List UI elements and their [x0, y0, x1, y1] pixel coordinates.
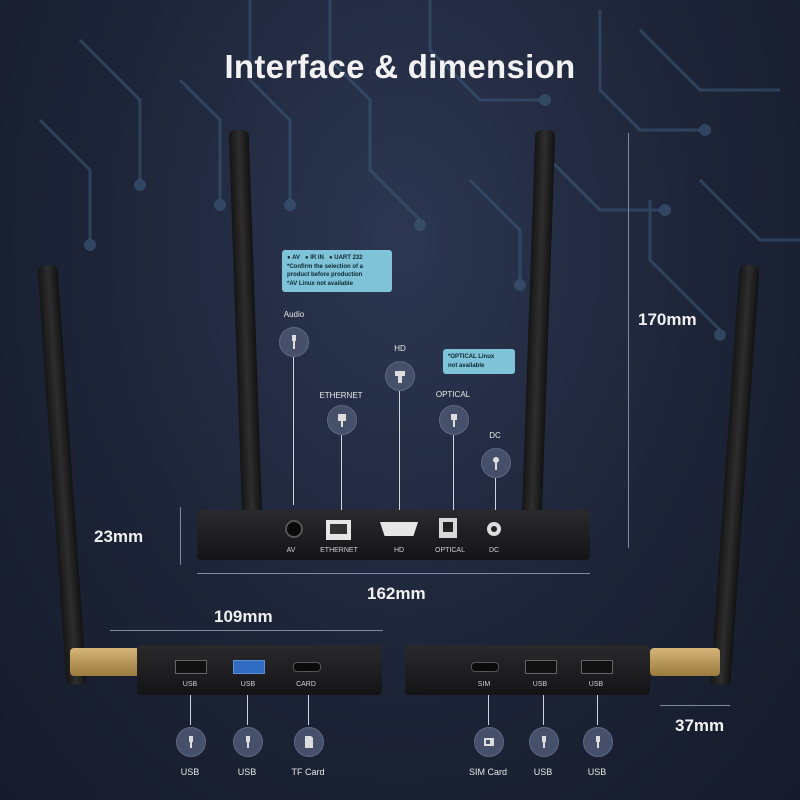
- body-height-dimension-line: [180, 507, 181, 565]
- bottom-usb2-label: USB: [237, 767, 257, 777]
- av-callout-line4: *AV Linux not available: [287, 280, 353, 287]
- side-depth-label: 37mm: [675, 716, 725, 735]
- dc-port: [487, 522, 501, 536]
- usb-port-left-2: [233, 660, 265, 674]
- sim-leader-line: [488, 695, 489, 725]
- usb-port-left-1: [175, 660, 207, 674]
- rear-port-optical-label: OPTICAL: [435, 547, 465, 554]
- ethernet-plug-icon: [327, 405, 357, 435]
- av-callout: ● AV ● IR IN ● UART 232 *Confirm the sel…: [282, 250, 392, 292]
- dc-leader-line: [495, 478, 496, 520]
- depth-label: 109mm: [214, 607, 273, 626]
- bottom-sim-card-label: SIM Card: [468, 767, 507, 777]
- audio-leader-line: [293, 357, 294, 505]
- left-port-usb1-label: USB: [182, 681, 198, 688]
- hdmi-plug-icon: [385, 361, 415, 391]
- antenna-connector-left: [70, 648, 140, 676]
- optical-port: [439, 518, 457, 538]
- av-callout-uart: UART 232: [334, 255, 363, 261]
- bottom-usb1-label: USB: [180, 767, 200, 777]
- rear-port-ethernet-label: ETHERNET: [320, 547, 358, 554]
- ethernet-label: ETHERNET: [319, 391, 363, 400]
- device-rear-view: AV ETHERNET HD OPTICAL DC: [197, 510, 590, 560]
- av-callout-line2: *Confirm the selection of a: [287, 263, 364, 270]
- usb3-leader-line: [543, 695, 544, 725]
- height-antenna-label: 170mm: [638, 310, 697, 329]
- tf-leader-line: [308, 695, 309, 725]
- rear-port-av-label: AV: [286, 547, 296, 554]
- depth-dimension-line: [110, 630, 383, 631]
- hd-label: HD: [394, 344, 406, 353]
- bottom-tf-card-label: TF Card: [291, 767, 325, 777]
- sim-slot: [471, 662, 499, 672]
- optical-plug-icon: [439, 405, 469, 435]
- usb-port-right-1: [525, 660, 557, 674]
- usb4-leader-line: [597, 695, 598, 725]
- sim-card-icon: [474, 727, 504, 757]
- dc-label: DC: [489, 431, 501, 440]
- usb2-leader-line: [247, 695, 248, 725]
- av-callout-irin: IR IN: [310, 255, 324, 261]
- rear-port-dc-label: DC: [488, 547, 500, 554]
- width-dimension-line: [197, 573, 590, 574]
- right-port-usb1-label: USB: [532, 681, 548, 688]
- tf-card-icon: [294, 727, 324, 757]
- ethernet-leader-line: [341, 435, 342, 520]
- ethernet-port: [326, 520, 351, 540]
- optical-leader-line: [453, 435, 454, 520]
- device-right-side-view: SIM USB USB: [405, 645, 650, 695]
- right-port-sim-label: SIM: [477, 681, 491, 688]
- av-callout-av: AV: [292, 255, 300, 261]
- av-callout-line1: ● AV ● IR IN ● UART 232: [287, 255, 363, 261]
- page-title: Interface & dimension: [224, 48, 576, 85]
- optical-label: OPTICAL: [435, 390, 471, 399]
- bottom-usb3-label: USB: [533, 767, 553, 777]
- hd-port: [380, 522, 418, 536]
- optical-callout-line1: *OPTICAL Linux: [448, 354, 495, 360]
- antenna-connector-right: [650, 648, 720, 676]
- height-body-label: 23mm: [94, 527, 144, 546]
- audio-jack-icon: [279, 327, 309, 357]
- bottom-usb4-label: USB: [587, 767, 607, 777]
- card-slot: [293, 662, 321, 672]
- height-dimension-line: [628, 133, 629, 548]
- rear-port-hd-label: HD: [393, 547, 405, 554]
- audio-label: Audio: [283, 310, 305, 319]
- usb-plug-icon-3: [529, 727, 559, 757]
- av-port: [285, 520, 303, 538]
- hd-leader-line: [399, 391, 400, 520]
- left-port-card-label: CARD: [296, 681, 316, 688]
- right-port-usb2-label: USB: [588, 681, 604, 688]
- usb-port-right-2: [581, 660, 613, 674]
- left-port-usb2-label: USB: [240, 681, 256, 688]
- usb-plug-icon-2: [233, 727, 263, 757]
- av-callout-line3: product before production: [287, 272, 363, 278]
- width-label: 162mm: [367, 584, 426, 603]
- device-left-side-view: USB USB CARD: [137, 645, 382, 695]
- side-depth-dimension-line: [660, 705, 730, 706]
- usb-plug-icon-4: [583, 727, 613, 757]
- usb1-leader-line: [190, 695, 191, 725]
- usb-plug-icon-1: [176, 727, 206, 757]
- optical-callout-line2: not available: [448, 362, 485, 369]
- dc-plug-icon: [481, 448, 511, 478]
- optical-callout: *OPTICAL Linux not available: [443, 349, 515, 374]
- av-callout-pointer: [292, 286, 302, 292]
